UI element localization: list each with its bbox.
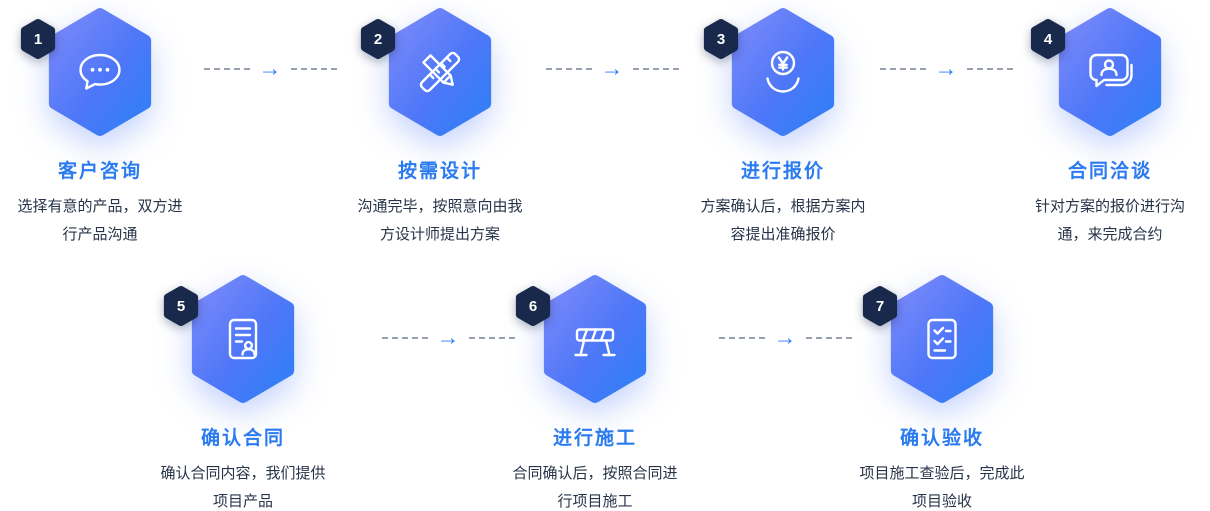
step-card-1: 1 客户咨询 选择有意的产品，双方进 行产品沟通	[0, 6, 215, 249]
construction-barrier-icon	[574, 328, 616, 357]
step-title: 按需设计	[397, 161, 482, 182]
dashed-line	[966, 68, 1013, 70]
desc-line: 行项目施工	[557, 492, 633, 510]
step-title: 进行施工	[552, 428, 637, 449]
step-desc: 合同确认后，按照合同进 行项目施工	[480, 460, 710, 511]
desc-line: 通，来完成合约	[1057, 225, 1163, 243]
desc-line: 针对方案的报价进行沟	[1034, 198, 1185, 215]
step-hexagon: 7	[862, 273, 1001, 405]
step-title: 合同洽谈	[1067, 161, 1152, 182]
dashed-line	[468, 337, 515, 339]
desc-line: 方设计师提出方案	[379, 225, 500, 243]
connector-5-6: →	[378, 323, 518, 350]
step-title: 确认验收	[899, 428, 984, 449]
connector-2-3: →	[542, 54, 682, 81]
step-number: 7	[875, 297, 885, 315]
arrow-icon: →	[773, 323, 797, 350]
desc-line: 沟通完毕，按照意向由我	[357, 198, 523, 215]
step-hexagon: 4	[1030, 6, 1169, 138]
step-number: 5	[176, 297, 186, 315]
connector-6-7: →	[715, 323, 855, 350]
connector-3-4: →	[876, 54, 1016, 81]
dashed-line	[879, 68, 926, 70]
step-card-4: 4 合同洽谈 针对方案的报价进行沟 通，来完成合约	[995, 6, 1210, 249]
desc-line: 容提出准确报价	[730, 225, 836, 243]
dashed-line	[805, 337, 852, 339]
step-number: 2	[373, 30, 383, 48]
step-desc: 选择有意的产品，双方进 行产品沟通	[0, 193, 215, 249]
step-number: 4	[1043, 30, 1053, 48]
step-title: 进行报价	[740, 161, 825, 182]
step-desc: 针对方案的报价进行沟 通，来完成合约	[995, 193, 1210, 249]
step-number: 6	[528, 297, 538, 315]
person-bubble-icon	[1089, 53, 1133, 88]
step-number: 1	[33, 30, 43, 48]
desc-line: 方案确认后，根据方案内	[700, 198, 866, 215]
step-number-badge: 7	[861, 285, 899, 327]
connector-1-2: →	[200, 54, 340, 81]
checklist-icon	[927, 318, 957, 360]
coin-hand-icon	[766, 50, 800, 93]
step-hexagon: 3	[703, 6, 842, 138]
dashed-line	[290, 68, 337, 70]
desc-line: 合同确认后，按照合同进	[512, 465, 678, 482]
step-hexagon: 2	[360, 6, 499, 138]
dashed-line	[545, 68, 592, 70]
step-desc: 项目施工查验后，完成此 项目验收	[827, 460, 1057, 511]
step-title: 确认合同	[200, 428, 285, 449]
step-card-6: 6 进行施工 合同确认后，按照合同进 行项目施工	[480, 273, 710, 511]
step-card-7: 7 确认验收 项目施工查验后，完成此 项目验收	[827, 273, 1057, 511]
desc-line: 选择有意的产品，双方进	[17, 198, 183, 215]
chat-icon	[79, 53, 121, 90]
step-card-5: 5 确认合同 确认合同内容，我们提供 项目产品	[128, 273, 358, 511]
step-number-badge: 2	[359, 18, 397, 60]
pencil-ruler-icon	[419, 51, 461, 93]
step-desc: 确认合同内容，我们提供 项目产品	[128, 460, 358, 511]
step-number-badge: 4	[1029, 18, 1067, 60]
step-title: 客户咨询	[57, 161, 142, 182]
desc-line: 项目施工查验后，完成此	[859, 465, 1025, 482]
step-number: 3	[716, 30, 726, 48]
desc-line: 项目产品	[212, 492, 273, 510]
arrow-icon: →	[258, 54, 282, 81]
dashed-line	[718, 337, 765, 339]
step-number-badge: 6	[514, 285, 552, 327]
dashed-line	[203, 68, 250, 70]
arrow-icon: →	[934, 54, 958, 81]
desc-line: 行产品沟通	[62, 225, 138, 243]
step-card-3: 3 进行报价 方案确认后，根据方案内 容提出准确报价	[668, 6, 898, 249]
desc-line: 确认合同内容，我们提供	[160, 465, 326, 482]
step-number-badge: 1	[19, 18, 57, 60]
step-hexagon: 6	[515, 273, 654, 405]
step-card-2: 2 按需设计 沟通完毕，按照意向由我 方设计师提出方案	[325, 6, 555, 249]
step-number-badge: 3	[702, 18, 740, 60]
step-hexagon: 5	[163, 273, 302, 405]
step-desc: 沟通完毕，按照意向由我 方设计师提出方案	[325, 193, 555, 249]
step-desc: 方案确认后，根据方案内 容提出准确报价	[668, 193, 898, 249]
dashed-line	[381, 337, 428, 339]
step-number-badge: 5	[162, 285, 200, 327]
dashed-line	[632, 68, 679, 70]
arrow-icon: →	[600, 54, 624, 81]
step-hexagon: 1	[20, 6, 159, 138]
arrow-icon: →	[436, 323, 460, 350]
contract-doc-icon	[228, 318, 258, 360]
desc-line: 项目验收	[911, 492, 972, 510]
